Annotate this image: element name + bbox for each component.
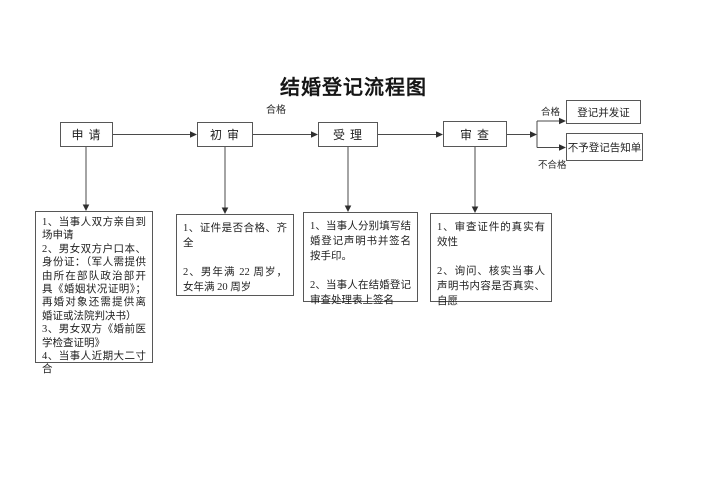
step-label-accept: 受 理 xyxy=(332,128,363,142)
step-label-apply: 申 请 xyxy=(71,128,102,142)
detail-item: 1、当事人分别填写结婚登记声明书并签名按手印。 xyxy=(310,221,411,262)
detail-item: 2、男年满 22 周岁，女年满 20 周岁 xyxy=(183,267,287,293)
detail-item: 1、审查证件的真实有效性 xyxy=(437,222,545,248)
arrowhead xyxy=(190,131,197,138)
detail-box-examine: 1、审查证件的真实有效性 2、询问、核实当事人声明书内容是否真实、自愿 xyxy=(430,213,552,307)
step-box-examine: 审 查 xyxy=(443,121,507,147)
detail-item: 1、证件是否合格、齐全 xyxy=(183,223,287,249)
edge-label-pass-mid: 合格 xyxy=(266,105,286,116)
arrowhead xyxy=(530,131,537,138)
step-label-examine: 审 查 xyxy=(459,127,490,142)
step-box-initial-review: 初 审 xyxy=(197,122,253,147)
arrowhead xyxy=(559,117,566,125)
detail-item: 2、当事人在结婚登记审查处理表上签名 xyxy=(310,280,411,306)
detail-item: 2、男女双方户口本、身份证：（军人需提供由所在部队政治部开具《婚姻状况证明》；再… xyxy=(42,243,146,322)
detail-box-initial-review: 1、证件是否合格、齐全 2、男年满 22 周岁，女年满 20 周岁 xyxy=(176,214,294,296)
arrowhead xyxy=(436,131,443,138)
edge-label-pass-branch: 合格 xyxy=(541,108,561,118)
detail-box-accept: 1、当事人分别填写结婚登记声明书并签名按手印。 2、当事人在结婚登记审查处理表上… xyxy=(303,212,418,306)
step-label-initial-review: 初 审 xyxy=(209,128,240,142)
page-title: 结婚登记流程图 xyxy=(280,77,427,99)
outcome-box-register-issue: 登记并发证 xyxy=(566,100,641,124)
outcome-label-rejection-notice: 不予登记告知单 xyxy=(567,142,642,154)
detail-item: 3、男女双方《婚前医学检查证明》 xyxy=(42,324,146,349)
detail-item: 2、询问、核实当事人声明书内容是否真实、自愿 xyxy=(437,266,545,307)
step-box-accept: 受 理 xyxy=(318,122,378,147)
step-box-apply: 申 请 xyxy=(60,122,113,147)
detail-box-apply: 1、当事人双方亲自到场申请 2、男女双方户口本、身份证：（军人需提供由所在部队政… xyxy=(35,211,153,375)
outcome-label-register-issue: 登记并发证 xyxy=(577,107,630,119)
edge-label-fail-branch: 不合格 xyxy=(538,161,567,171)
outcome-box-rejection-notice: 不予登记告知单 xyxy=(566,133,643,161)
arrowhead xyxy=(311,131,318,138)
arrowhead xyxy=(559,144,566,151)
detail-item: 4、当事人近期大二寸合 xyxy=(42,351,146,376)
detail-item: 1、当事人双方亲自到场申请 xyxy=(42,217,146,242)
